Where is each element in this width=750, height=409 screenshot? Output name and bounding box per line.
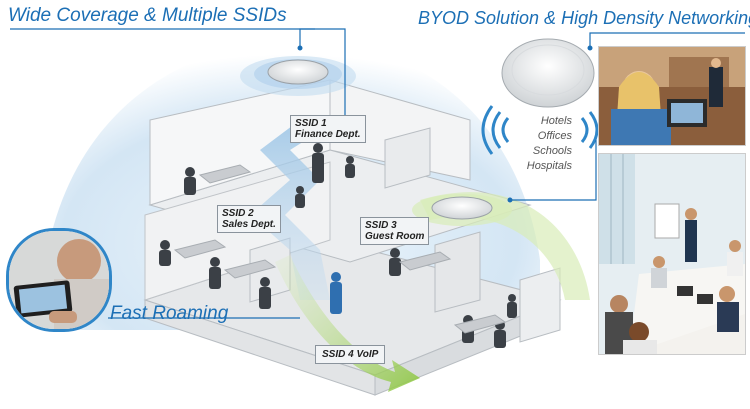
- access-point-middle: [412, 194, 512, 226]
- desks: [173, 164, 507, 334]
- venue-item: Schools: [532, 145, 572, 157]
- roaming-user: [330, 272, 342, 314]
- partition: [434, 231, 481, 313]
- office-workers: [159, 143, 517, 348]
- ssid1-dept: Finance Dept.: [295, 129, 361, 140]
- classroom-photo: [598, 46, 746, 146]
- callout-lines: [10, 28, 745, 319]
- meeting-room-photo: [598, 153, 746, 355]
- wifi-waves: [481, 105, 599, 155]
- ssid3-room: Guest Room: [365, 231, 425, 242]
- venue-list: Hotels Offices Schools Hospitals: [516, 114, 572, 174]
- green-roaming-arrow: [275, 255, 420, 392]
- ssid2-label: SSID 2 Sales Dept.: [217, 205, 281, 233]
- venue-item: Offices: [537, 130, 572, 142]
- ssid3-name: SSID 3: [365, 220, 397, 231]
- byod-heading: BYOD Solution & High Density Networking: [418, 8, 750, 28]
- front-left-wall: [144, 299, 376, 396]
- access-point-byod: [501, 38, 595, 108]
- wide-coverage-heading: Wide Coverage & Multiple SSIDs: [8, 5, 287, 26]
- ssid1-label: SSID 1 Finance Dept.: [290, 115, 366, 143]
- ssid2-dept: Sales Dept.: [222, 219, 276, 230]
- venue-item: Hospitals: [526, 160, 572, 172]
- ssid4-label: SSID 4 VoIP: [315, 345, 386, 364]
- blue-flow-path: [250, 120, 330, 300]
- access-point-top: [240, 56, 356, 96]
- ssid3-label: SSID 3 Guest Room: [360, 217, 430, 245]
- fast-roaming-heading: Fast Roaming: [110, 303, 229, 324]
- ssid1-name: SSID 1: [295, 118, 327, 129]
- venue-item: Hotels: [540, 115, 572, 127]
- partition: [519, 267, 561, 343]
- partition: [384, 127, 431, 189]
- tablet-user-photo: [6, 228, 112, 332]
- ssid2-name: SSID 2: [222, 208, 254, 219]
